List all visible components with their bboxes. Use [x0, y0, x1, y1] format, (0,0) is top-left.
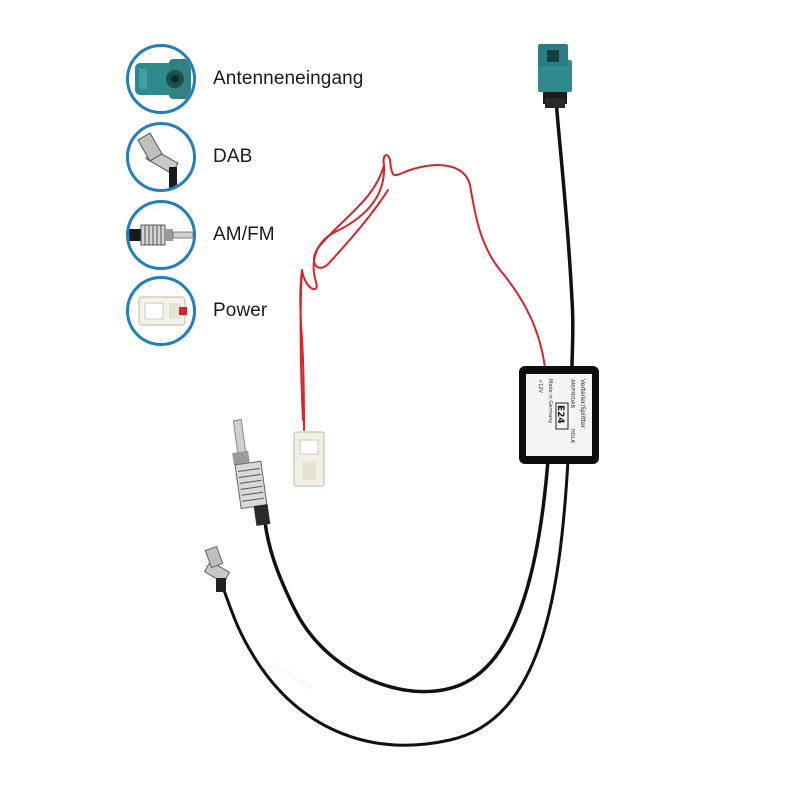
box-line5: +12V: [537, 379, 543, 394]
fakra-connector-icon: [126, 44, 196, 114]
box-line2: AM/FM/DAB: [569, 379, 575, 408]
power-connector: [293, 431, 325, 487]
smb-angled-connector-icon: [126, 122, 196, 192]
legend-label: DAB: [213, 146, 253, 167]
legend-item-dab: DAB: [126, 118, 252, 196]
din-plug-icon: [126, 200, 196, 270]
legend-item-antenneneingang: Antenneneingang: [126, 40, 363, 118]
box-line3: HDLA: [569, 429, 575, 444]
power-wire: [299, 154, 546, 431]
splitter-box: Verteiler/Splitter AM/FM/DAB HDLA E24 Ma…: [519, 366, 599, 464]
fakra-connector: [538, 44, 572, 108]
din-plug: [232, 419, 271, 526]
power-connector-icon: [126, 276, 196, 346]
legend-label: Antenneneingang: [213, 68, 364, 89]
legend-item-amfm: AM/FM: [126, 196, 275, 274]
box-line4: Made in Germany: [547, 379, 553, 423]
box-badge: E24: [555, 405, 565, 424]
black-cables: [220, 98, 575, 747]
legend-label: Power: [213, 300, 268, 321]
legend-item-power: Power: [126, 272, 267, 350]
smb-connector: [203, 545, 231, 592]
box-line1: Verteiler/Splitter: [579, 379, 586, 429]
legend-label: AM/FM: [213, 224, 275, 245]
